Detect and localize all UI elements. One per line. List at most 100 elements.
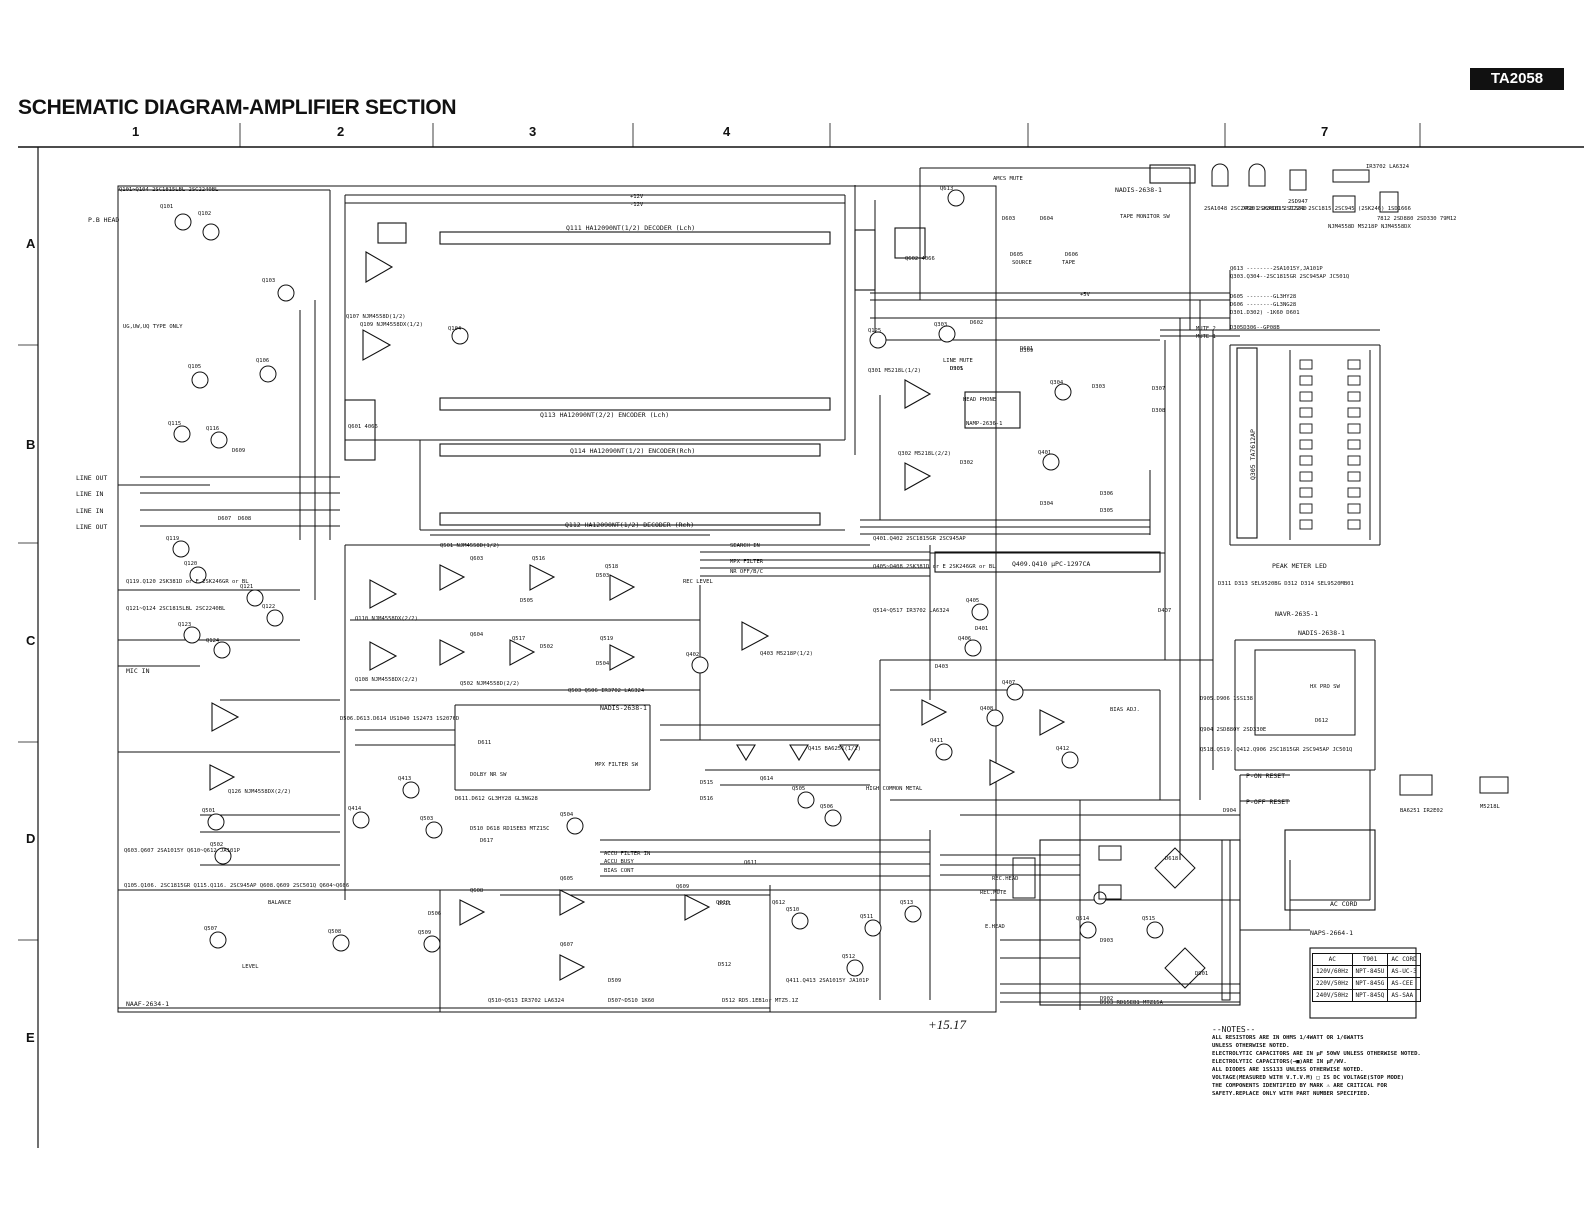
semis-legend: Q101~Q104 2SC1815LBL 2SC2240BL Q119.Q120… xyxy=(119,187,1354,1006)
transistor-ref: Q124 xyxy=(206,638,220,644)
diode-ref: D618 xyxy=(1165,856,1178,862)
transistor-ref: Q103 xyxy=(262,278,275,284)
board-nadis-top: NADIS-2638-1 xyxy=(1115,186,1162,194)
legend-q101: Q101~Q104 2SC1815LBL 2SC2240BL xyxy=(119,187,219,193)
transistor-ref: Q408 xyxy=(980,706,993,712)
ic-q409 xyxy=(934,551,1161,573)
label-balance: BALANCE xyxy=(268,900,291,906)
ac-table-cell: AS-SAA xyxy=(1387,989,1421,1002)
transistor-ref: Q402 xyxy=(686,652,699,658)
transistor-ref: Q515 xyxy=(1142,916,1155,922)
diode-ref: D305 xyxy=(1100,508,1113,514)
diode-ref: D511 xyxy=(718,901,731,907)
label-mic-in: MIC IN xyxy=(126,667,150,675)
pkg-sip: IR3702 LA6324 xyxy=(1366,164,1410,170)
notes-line: ELECTROLYTIC CAPACITORS(→■)ARE IN μF/WV. xyxy=(1212,1059,1347,1065)
transistor-ref: Q125 xyxy=(868,328,881,334)
connector-labels: P.B HEAD LINE OUT LINE IN LINE IN LINE O… xyxy=(76,216,1357,930)
diode-ref: D308 xyxy=(1152,408,1165,414)
legend-d606: D606 --------GL3NG28 xyxy=(1230,302,1296,308)
q613 xyxy=(947,189,965,207)
pkg-ba6251: BA6251 IR2E02 xyxy=(1400,808,1443,814)
opamp-q301 xyxy=(904,379,932,409)
notes-block: --NOTES-- ALL RESISTORS ARE IN OHMS 1/4W… xyxy=(1212,1026,1512,1098)
diode-ref: D502 xyxy=(540,644,553,650)
transistor-ref: Q121 xyxy=(240,584,253,590)
board-navr: NAVR-2635-1 xyxy=(1275,610,1318,618)
opamp-q512 xyxy=(559,954,586,981)
diode-ref: D606 xyxy=(1065,252,1078,258)
grid-row-b: B xyxy=(26,437,36,452)
label-p-on-reset: P-ON RESET xyxy=(1246,772,1285,780)
diode-ref: D905 xyxy=(950,366,963,372)
ic-q111-pins xyxy=(439,231,831,245)
diode-ref: D902 xyxy=(1100,996,1113,1002)
label-dolby-nr: DOLBY NR SW xyxy=(470,772,507,778)
ac-table-cell: 120V/60Hz xyxy=(1312,965,1353,978)
label-q601: Q601 4066 xyxy=(348,424,378,430)
diode-ref: D612 xyxy=(1315,718,1328,724)
opamps xyxy=(209,251,1066,981)
ac-table-header: AC CORD xyxy=(1387,953,1421,966)
transistor-ref: Q612 xyxy=(772,900,785,906)
ac-table-cell: NPT-845Q xyxy=(1351,989,1389,1002)
grid-col-4: 4 xyxy=(723,124,731,139)
notes-line: VOLTAGE(MEASURED WITH V.T.V.M) □ IS DC V… xyxy=(1212,1075,1404,1081)
notes-line: ALL DIODES ARE 1SS133 UNLESS OTHERWISE N… xyxy=(1212,1067,1364,1073)
diode-ref: D901 xyxy=(1195,971,1208,977)
label-high-common-metal: HIGH COMMON METAL xyxy=(866,786,923,792)
label-mpx-filter: MPX FILTER SW xyxy=(595,762,639,768)
transistor-ref: Q516 xyxy=(532,556,545,562)
notes-title: --NOTES-- xyxy=(1212,1025,1256,1034)
board-nadis-mid: NADIS-2638-1 xyxy=(600,704,647,712)
grid-col-2: 2 xyxy=(337,124,345,139)
legend-q510: Q510~Q513 IR3702 LA6324 xyxy=(488,998,565,1004)
label-q501: Q501 NJM4558D(1/2) xyxy=(440,543,500,549)
transistor-ref: Q613 xyxy=(940,186,953,192)
label-q302: Q302 M5218L(2/2) xyxy=(898,451,951,457)
opamp-q126 xyxy=(209,764,236,791)
bus-accu-busy: ACCU BUSY xyxy=(604,859,634,865)
buffer-1 xyxy=(736,744,756,762)
diode-ref: D903 xyxy=(1100,938,1113,944)
bus-labels: SEARCH IN MPX FILTER NR OFF/B/C ACCU FIL… xyxy=(123,194,1216,874)
table-row: 240V/50Hz NPT-845Q AS-SAA xyxy=(1312,989,1421,1002)
legend-d507: D507~D510 1K60 xyxy=(608,998,654,1004)
ba6251-chip xyxy=(1399,774,1433,796)
diode-ref: D608 xyxy=(238,516,251,522)
ac-cord-table: AC T901 AC CORD 120V/60Hz NPT-845U AS-UC… xyxy=(1312,953,1421,1002)
opamp-q403 xyxy=(741,621,770,651)
legend-d311: D311 D313 SEL9520BG D312 D314 SEL9520MB0… xyxy=(1218,581,1354,587)
diode-ref: D603 xyxy=(1002,216,1015,222)
transistor-ref: Q413 xyxy=(398,776,411,782)
transistor-ref: Q106 xyxy=(256,358,269,364)
label-ac-cord: AC CORD xyxy=(1330,900,1357,908)
label-amcs-mute: AMCS MUTE xyxy=(993,176,1023,182)
opamp-q510 xyxy=(459,899,486,926)
transistor-ref: Q604 xyxy=(470,632,484,638)
bus-search-in: SEARCH IN xyxy=(730,543,760,549)
legend-q121: Q121~Q124 2SC1815LBL 2SC2240BL xyxy=(126,606,226,612)
ac-table-cell: AS-CEE xyxy=(1387,977,1421,990)
transistor-ref: Q603 xyxy=(470,556,483,562)
legend-q603: Q603.Q607 2SA1015Y Q610~Q612 JA101P xyxy=(124,848,241,854)
ic-q114-pins xyxy=(439,443,821,457)
transistor-ref: Q414 xyxy=(348,806,362,812)
label-bias-adj: BIAS ADJ. xyxy=(1110,707,1140,713)
diode-ref: D504 xyxy=(596,661,610,667)
transistor-ref: Q513 xyxy=(900,900,913,906)
transistor-ref: Q607 xyxy=(560,942,573,948)
diode-ref: D604 xyxy=(1040,216,1054,222)
transistor-ref: Q511 xyxy=(860,914,873,920)
diode-ref: D403 xyxy=(935,664,948,670)
board-naps: NAPS-2664-1 xyxy=(1310,929,1353,937)
transistor-ref: Q406 xyxy=(958,636,971,642)
package-labels: 2SA1048 2SC2458 2SK381D 2SC2240 JA101 2S… xyxy=(1204,164,1501,814)
switch-labels: TAPE MONITOR SW DOLBY NR SW MPX FILTER S… xyxy=(242,176,1340,970)
legend-d905: D905.D906 1SS138 xyxy=(1200,696,1253,702)
diode-ref: D307 xyxy=(1152,386,1165,392)
diode-ref: D602 xyxy=(970,320,983,326)
label-q415: Q415 BA6251(1/2) xyxy=(808,746,861,752)
legend-d512: D512 RD5.1EB1or MTZ5.1Z xyxy=(722,998,799,1004)
